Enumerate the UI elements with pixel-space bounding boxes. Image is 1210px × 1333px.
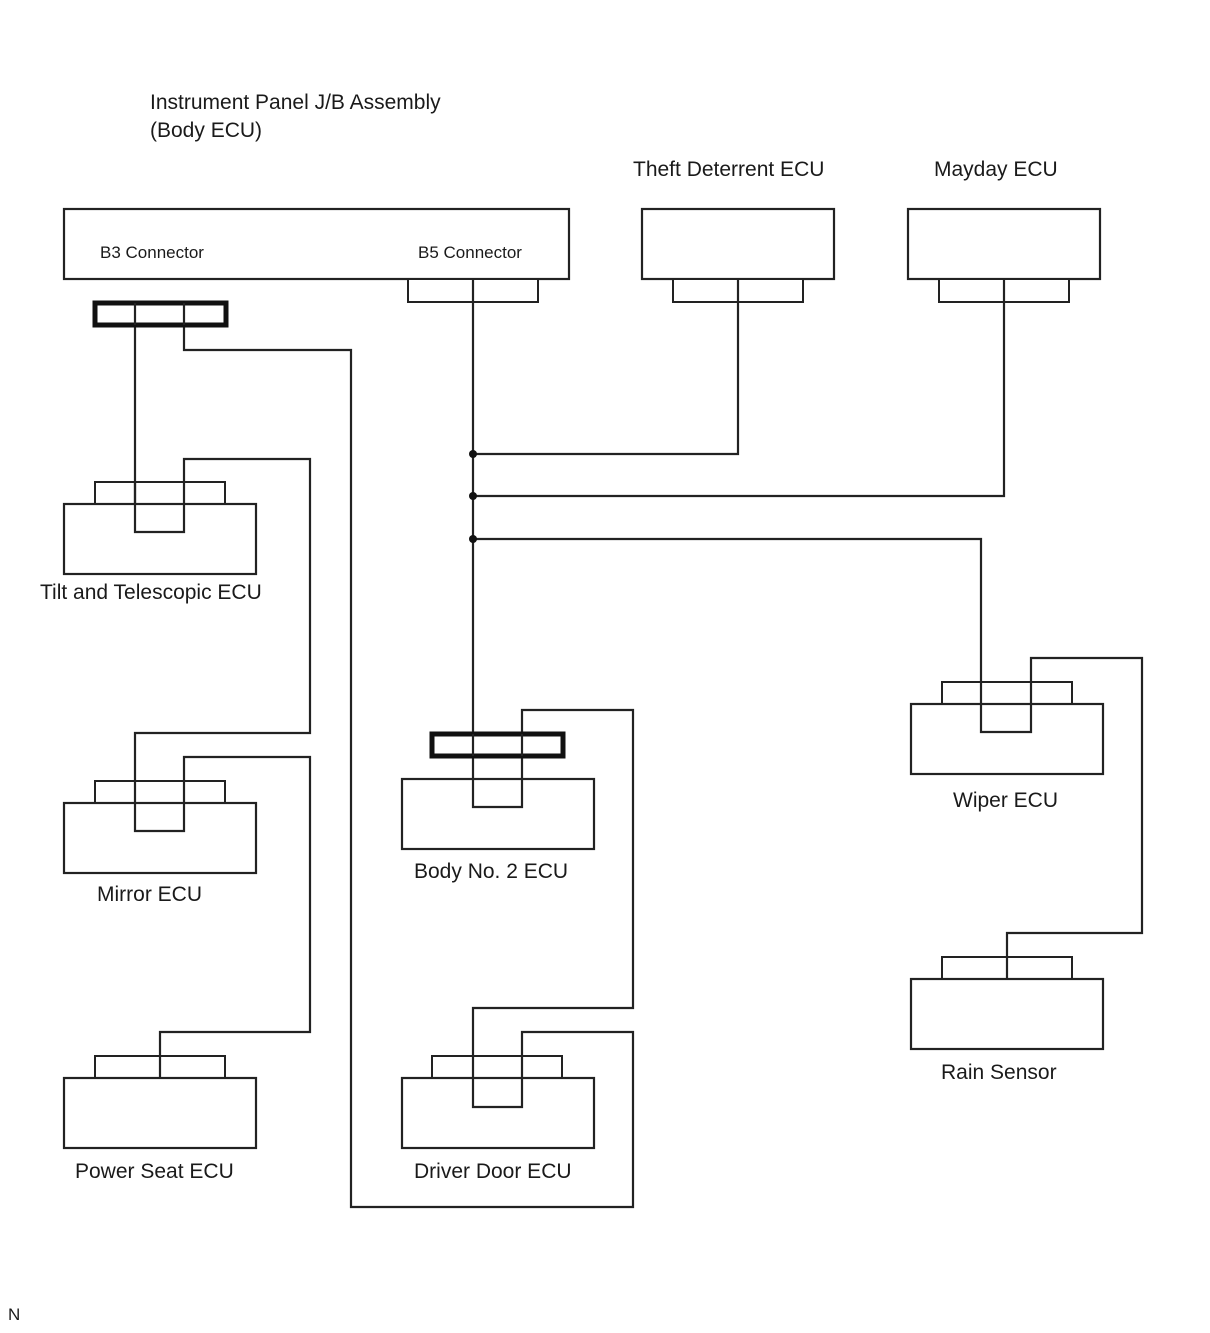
wire-b3-tilt <box>133 326 312 1078</box>
b5-connector-label: B5 Connector <box>418 243 522 262</box>
wire-mayday <box>473 302 1006 498</box>
theft-ecu-label: Theft Deterrent ECU <box>633 158 824 181</box>
tilt-ecu-label: Tilt and Telescopic ECU <box>40 581 262 604</box>
wiper-ecu-pins <box>979 682 1033 734</box>
driver-door-ecu-label: Driver Door ECU <box>414 1160 572 1183</box>
wiper-ecu-connector <box>941 681 1073 705</box>
wiper-ecu-label: Wiper ECU <box>953 789 1058 812</box>
body2-bold-connector <box>429 731 566 759</box>
junction-node-wiper <box>469 535 477 543</box>
wiper-ecu-box <box>909 702 1105 776</box>
tilt-ecu-connector <box>94 481 226 505</box>
driver-door-ecu-connector <box>431 1055 563 1079</box>
body2-ecu-label: Body No. 2 ECU <box>414 860 568 883</box>
theft-ecu-box <box>640 207 836 281</box>
mirror-ecu-pins <box>133 781 186 833</box>
wires <box>133 302 1144 1209</box>
footer-mark: N <box>8 1305 20 1324</box>
rain-sensor-label: Rain Sensor <box>941 1061 1057 1084</box>
mayday-ecu-connector <box>938 278 1070 303</box>
b3-connector-label: B3 Connector <box>100 243 204 262</box>
body2-ecu-pins <box>471 779 524 809</box>
mirror-ecu-connector <box>94 780 226 804</box>
rain-sensor-box <box>909 977 1105 1051</box>
wire-theft <box>473 302 740 456</box>
jb-title-line2: (Body ECU) <box>150 119 262 142</box>
junction-node-mayday <box>469 492 477 500</box>
mirror-ecu-box <box>62 801 258 875</box>
jb-title-line1: Instrument Panel J/B Assembly <box>150 91 441 114</box>
theft-ecu-connector <box>672 278 804 303</box>
driver-door-ecu-box <box>400 1076 596 1150</box>
mayday-ecu-box <box>906 207 1102 281</box>
wire-wiper <box>473 537 1144 980</box>
junction-node-theft <box>469 450 477 458</box>
body2-ecu-box <box>400 777 596 851</box>
jb-assembly-box <box>62 207 571 281</box>
driver-door-ecu-pins <box>471 1056 524 1109</box>
tilt-ecu-pins <box>133 482 186 534</box>
power-seat-ecu-label: Power Seat ECU <box>75 1160 234 1183</box>
b3-connector <box>92 300 229 328</box>
tilt-ecu-box <box>62 502 258 576</box>
power-seat-ecu-connector <box>94 1055 226 1079</box>
b5-connector <box>407 278 539 303</box>
power-seat-ecu-box <box>62 1076 258 1150</box>
mayday-ecu-label: Mayday ECU <box>934 158 1058 181</box>
rain-sensor-connector <box>941 956 1073 980</box>
mirror-ecu-label: Mirror ECU <box>97 883 202 906</box>
